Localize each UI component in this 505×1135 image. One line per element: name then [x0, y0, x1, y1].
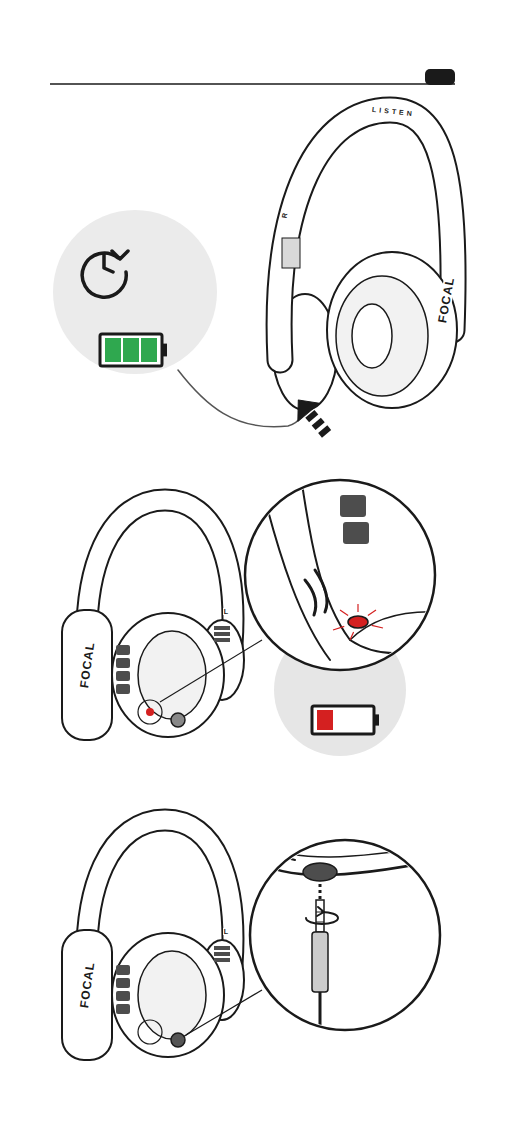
rotate-arrow-head	[317, 907, 324, 916]
cable-panel	[62, 820, 440, 1060]
ear-pad	[336, 276, 428, 396]
battery-icon	[312, 706, 379, 734]
control-button	[116, 645, 130, 655]
ear-pad-inner	[138, 631, 206, 719]
glow-line	[357, 604, 358, 612]
zoom-detail	[260, 470, 440, 664]
zoom-detail	[255, 840, 440, 1040]
logo-mark	[268, 840, 295, 860]
glow-line	[340, 610, 348, 615]
band-slider	[214, 946, 230, 950]
battery-tip	[162, 344, 167, 357]
cup-edge	[255, 860, 440, 875]
battery-icon	[100, 334, 167, 366]
led	[146, 708, 154, 716]
band-slider	[214, 626, 230, 630]
headphones	[62, 820, 244, 1060]
jack-tip	[316, 900, 324, 932]
control-button	[116, 684, 130, 694]
battery-body	[100, 334, 162, 366]
hinge	[282, 238, 300, 268]
clock-arrow	[112, 251, 128, 259]
headphones	[62, 500, 244, 740]
battery-segment	[123, 338, 139, 362]
ear-pad-opening	[352, 304, 392, 368]
jack-port	[411, 636, 439, 664]
logo-mark	[305, 580, 316, 615]
cable	[319, 992, 322, 1040]
focus-ring	[138, 700, 162, 724]
glow-line	[333, 626, 344, 630]
control-button	[116, 978, 130, 988]
info-bubble	[53, 210, 217, 374]
clock-icon	[82, 251, 128, 297]
band-slider	[214, 952, 230, 956]
leader-line	[160, 640, 262, 702]
zoom-circle	[245, 480, 435, 670]
band-slider	[214, 958, 230, 962]
battery-tip	[374, 714, 379, 725]
control-button	[116, 658, 130, 668]
ear-pad-inner	[138, 951, 206, 1039]
band-slider	[214, 632, 230, 636]
near-earcup	[62, 610, 112, 740]
glow-line	[372, 625, 383, 628]
low-battery-panel	[62, 470, 440, 756]
jack-port	[171, 1033, 185, 1047]
clock-hands	[104, 254, 113, 272]
jack-ring	[316, 922, 324, 923]
control-button	[116, 965, 130, 975]
battery-body	[312, 706, 374, 734]
cup-edge	[255, 845, 440, 857]
glow-line	[350, 632, 354, 640]
jack-socket	[303, 863, 337, 881]
led	[348, 616, 368, 628]
control-button	[116, 1004, 130, 1014]
control-button	[340, 495, 366, 517]
marking: L	[223, 928, 229, 935]
control-button	[116, 991, 130, 1001]
arrow-dash	[318, 425, 331, 437]
arrow-head	[288, 391, 320, 421]
battery-segment	[317, 710, 333, 730]
jack-housing	[312, 932, 328, 992]
header-rule	[50, 83, 455, 85]
zoom-circle	[250, 840, 440, 1030]
headphones	[273, 110, 457, 410]
arrow-dash	[312, 418, 325, 430]
insert-arrow	[288, 391, 338, 443]
jack-port	[171, 713, 185, 727]
glow-line	[368, 610, 376, 615]
control-button	[116, 671, 130, 681]
focus-ring	[138, 1020, 162, 1044]
page-tab	[425, 69, 455, 85]
battery-segment	[141, 338, 157, 362]
near-earcup	[62, 930, 112, 1060]
ear-pad	[112, 933, 224, 1057]
band-slider	[214, 638, 230, 642]
charging-panel	[53, 110, 457, 443]
battery-segment	[105, 338, 121, 362]
ear-pad	[112, 613, 224, 737]
front-earcup	[327, 252, 457, 408]
control-button	[343, 522, 369, 544]
leader-line	[186, 990, 262, 1035]
cup-edge	[300, 470, 440, 653]
insert-path	[319, 884, 322, 900]
marking: L	[223, 608, 229, 615]
